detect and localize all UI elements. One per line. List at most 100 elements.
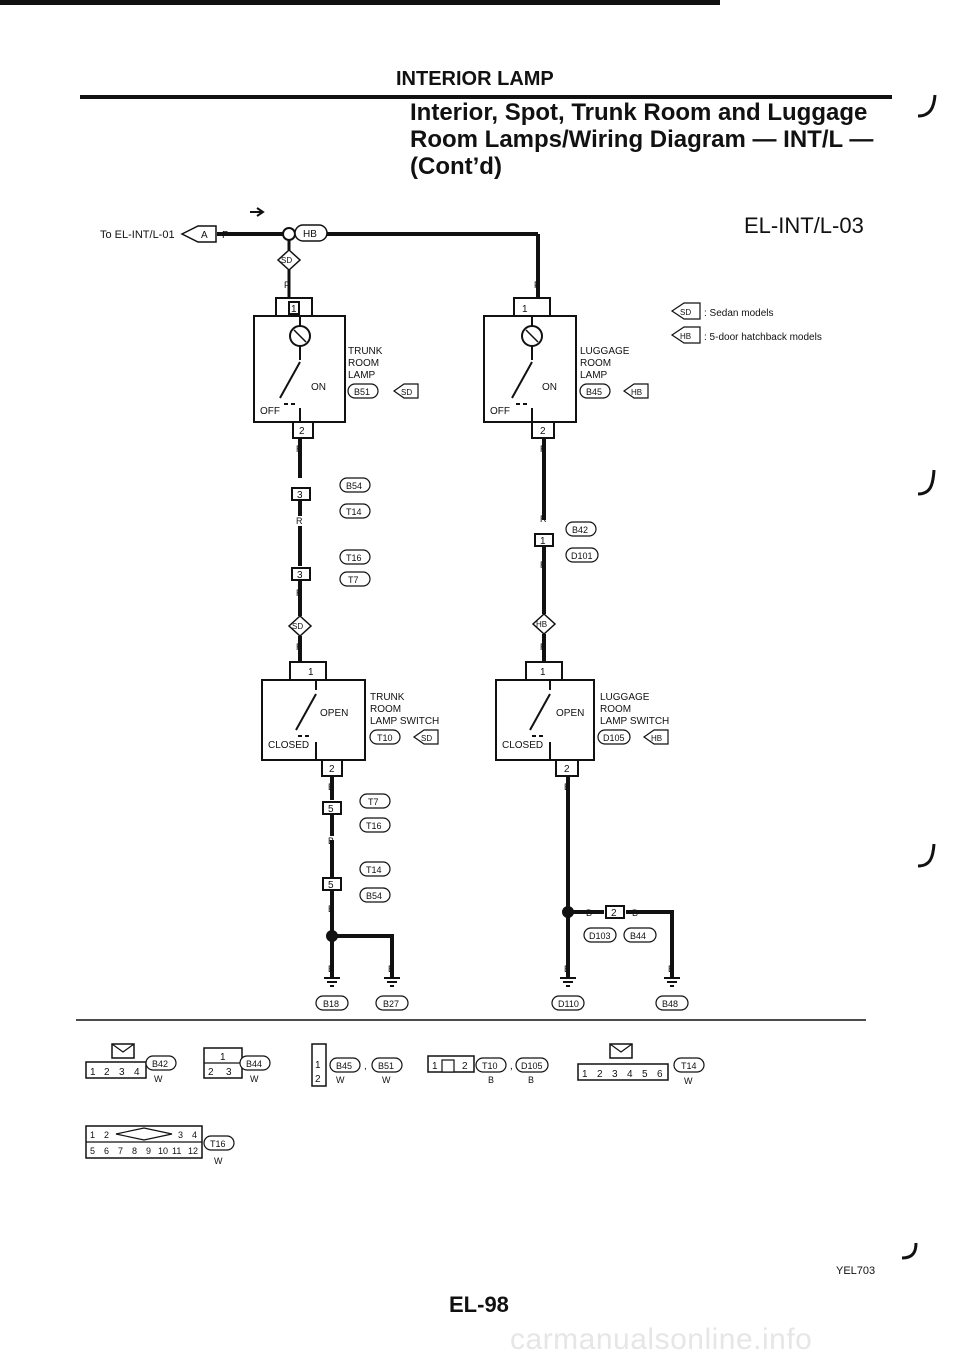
- right-chain-model-badge: [531, 612, 557, 636]
- source-connector-badge: [180, 225, 217, 243]
- right-wire-r-3: R: [540, 560, 547, 570]
- right-ground-2-badge: [655, 995, 689, 1011]
- hb-badge-top: [294, 224, 328, 242]
- trunk-lamp-model: SD: [401, 388, 412, 397]
- luggage-switch-label-1: LUGGAGE: [600, 692, 650, 703]
- cv3-cell-1: 1: [315, 1060, 321, 1071]
- cv5-cell-2: 2: [597, 1069, 603, 1080]
- cv5-code: T14: [681, 1061, 697, 1071]
- diagram-code: EL-INT/L-03: [744, 213, 864, 238]
- trunk-lamp-pin-top: 1: [291, 304, 297, 315]
- cv3-cell-2: 2: [315, 1074, 321, 1085]
- right-joint1-bottom: D101: [571, 551, 593, 561]
- luggage-lamp-pin-bottom: 2: [540, 426, 546, 437]
- wire-b-left-branch: [332, 934, 394, 960]
- trunk-switch-model: SD: [421, 734, 432, 743]
- right-gjoint-left: D103: [589, 931, 611, 941]
- ground-symbol-right-1: [560, 960, 576, 987]
- figure-code: YEL703: [836, 1265, 876, 1277]
- right-wire-r-4: R: [540, 642, 547, 652]
- right-ground-1: D110: [558, 999, 579, 1009]
- luggage-switch-model-badge: [642, 729, 669, 745]
- cv2-cell-2: 2: [208, 1067, 214, 1078]
- cv1-color: W: [154, 1074, 163, 1084]
- luggage-switch-model: HB: [651, 734, 662, 743]
- source-text: To EL-INT/L-01: [100, 229, 175, 241]
- luggage-lamp-off: OFF: [490, 406, 510, 417]
- cv5-cell-3: 3: [612, 1069, 618, 1080]
- cv2-color: W: [250, 1074, 259, 1084]
- trunk-lamp-connector-top: [275, 297, 313, 317]
- right-joint1-bottom-badge: [565, 547, 599, 563]
- right-chain-model: HB: [536, 620, 547, 629]
- trunk-lamp-connector-badge: [347, 383, 379, 399]
- cv4-code-1: T10: [482, 1061, 498, 1071]
- sd-badge-top: [276, 248, 302, 272]
- cv6-cell-6: 6: [104, 1146, 109, 1156]
- cv5-cell-6: 6: [657, 1069, 663, 1080]
- cv6-cell-4: 4: [192, 1130, 197, 1140]
- sd-badge-top-text: SD: [281, 256, 292, 265]
- cv4-code-2: D105: [521, 1061, 543, 1071]
- wire-splice-circle: [282, 227, 296, 241]
- right-wire-b-3: B: [632, 908, 638, 918]
- title-line-2: Room Lamps/Wiring Diagram — INT/L —: [410, 126, 874, 153]
- luggage-switch-connector-badge: [597, 729, 631, 745]
- luggage-lamp-switch-arm: [511, 361, 533, 399]
- wire-color-left-top: P: [284, 280, 290, 290]
- luggage-lamp-pin-top: 1: [522, 304, 528, 315]
- luggage-lamp-bulb-filament: [525, 329, 539, 343]
- trunk-lamp-on: ON: [311, 382, 326, 393]
- title-rule: [80, 95, 892, 99]
- trunk-lamp-model-badge: [392, 383, 419, 399]
- luggage-lamp-on: ON: [542, 382, 557, 393]
- connector-view-b42: 1 2 3 4 B42 W: [85, 1043, 177, 1084]
- cv1-cell-2: 2: [104, 1067, 110, 1078]
- cv3-code-1: B45: [336, 1061, 352, 1071]
- ground-symbol-left-1: [324, 960, 340, 987]
- luggage-switch-connector-top: [525, 661, 563, 681]
- cv2-cell-3: 3: [226, 1067, 232, 1078]
- trunk-lamp-connector-bottom: [292, 421, 314, 439]
- left-joint1-top: B54: [346, 481, 362, 491]
- trunk-lamp-label-3: LAMP: [348, 370, 376, 381]
- left-gjoint2-bottom-badge: [359, 887, 391, 903]
- ground-symbol-left-2: [384, 960, 400, 987]
- connector-view-t16: 1 2 3 4 5 6 7 8 9 10 11 12 T16 W: [85, 1125, 235, 1166]
- left-gjoint1-top: T7: [368, 797, 379, 807]
- top-edge-bar: [0, 0, 720, 5]
- luggage-lamp-label-2: ROOM: [580, 358, 611, 369]
- trunk-switch-connector-badge: [369, 729, 401, 745]
- trunk-lamp-label-1: TRUNK: [348, 346, 383, 357]
- cv1-cell-4: 4: [134, 1067, 140, 1078]
- right-wire-b-4: B: [564, 964, 570, 974]
- trunk-lamp-bulb-filament: [293, 329, 307, 343]
- title-line-3: (Cont’d): [410, 153, 502, 180]
- left-wire-b-5: B: [388, 964, 394, 974]
- left-wire-r-4: R: [296, 642, 303, 652]
- cv6-color: W: [214, 1156, 223, 1166]
- joint-right-2: [605, 905, 625, 919]
- wire-b-right-branch-2: [626, 910, 674, 960]
- left-joint1-top-badge: [339, 477, 371, 493]
- ground-symbol-right-2: [664, 960, 680, 987]
- left-wire-b-2: B: [328, 836, 334, 846]
- left-gjoint2-pin: 5: [328, 880, 334, 891]
- source-wire-color: P: [222, 230, 229, 241]
- trunk-switch-open: OPEN: [320, 708, 348, 719]
- trunk-lamp-pin-top: [288, 301, 300, 315]
- trunk-switch-closed: CLOSED: [268, 740, 309, 751]
- margin-check-mark-2: [917, 469, 936, 496]
- cv3-code-2: B51: [378, 1061, 394, 1071]
- cv4-color-1: B: [488, 1075, 494, 1085]
- section-title: INTERIOR LAMP: [396, 68, 554, 90]
- cv1-cell-1: 1: [90, 1067, 96, 1078]
- right-wire-r-2: R: [540, 514, 547, 524]
- legend-hb-badge: [670, 326, 701, 344]
- left-ground-2-badge: [375, 995, 409, 1011]
- left-joint2-top-badge: [339, 549, 371, 565]
- left-ground-1: B18: [323, 999, 339, 1009]
- margin-check-mark-1: [917, 94, 937, 118]
